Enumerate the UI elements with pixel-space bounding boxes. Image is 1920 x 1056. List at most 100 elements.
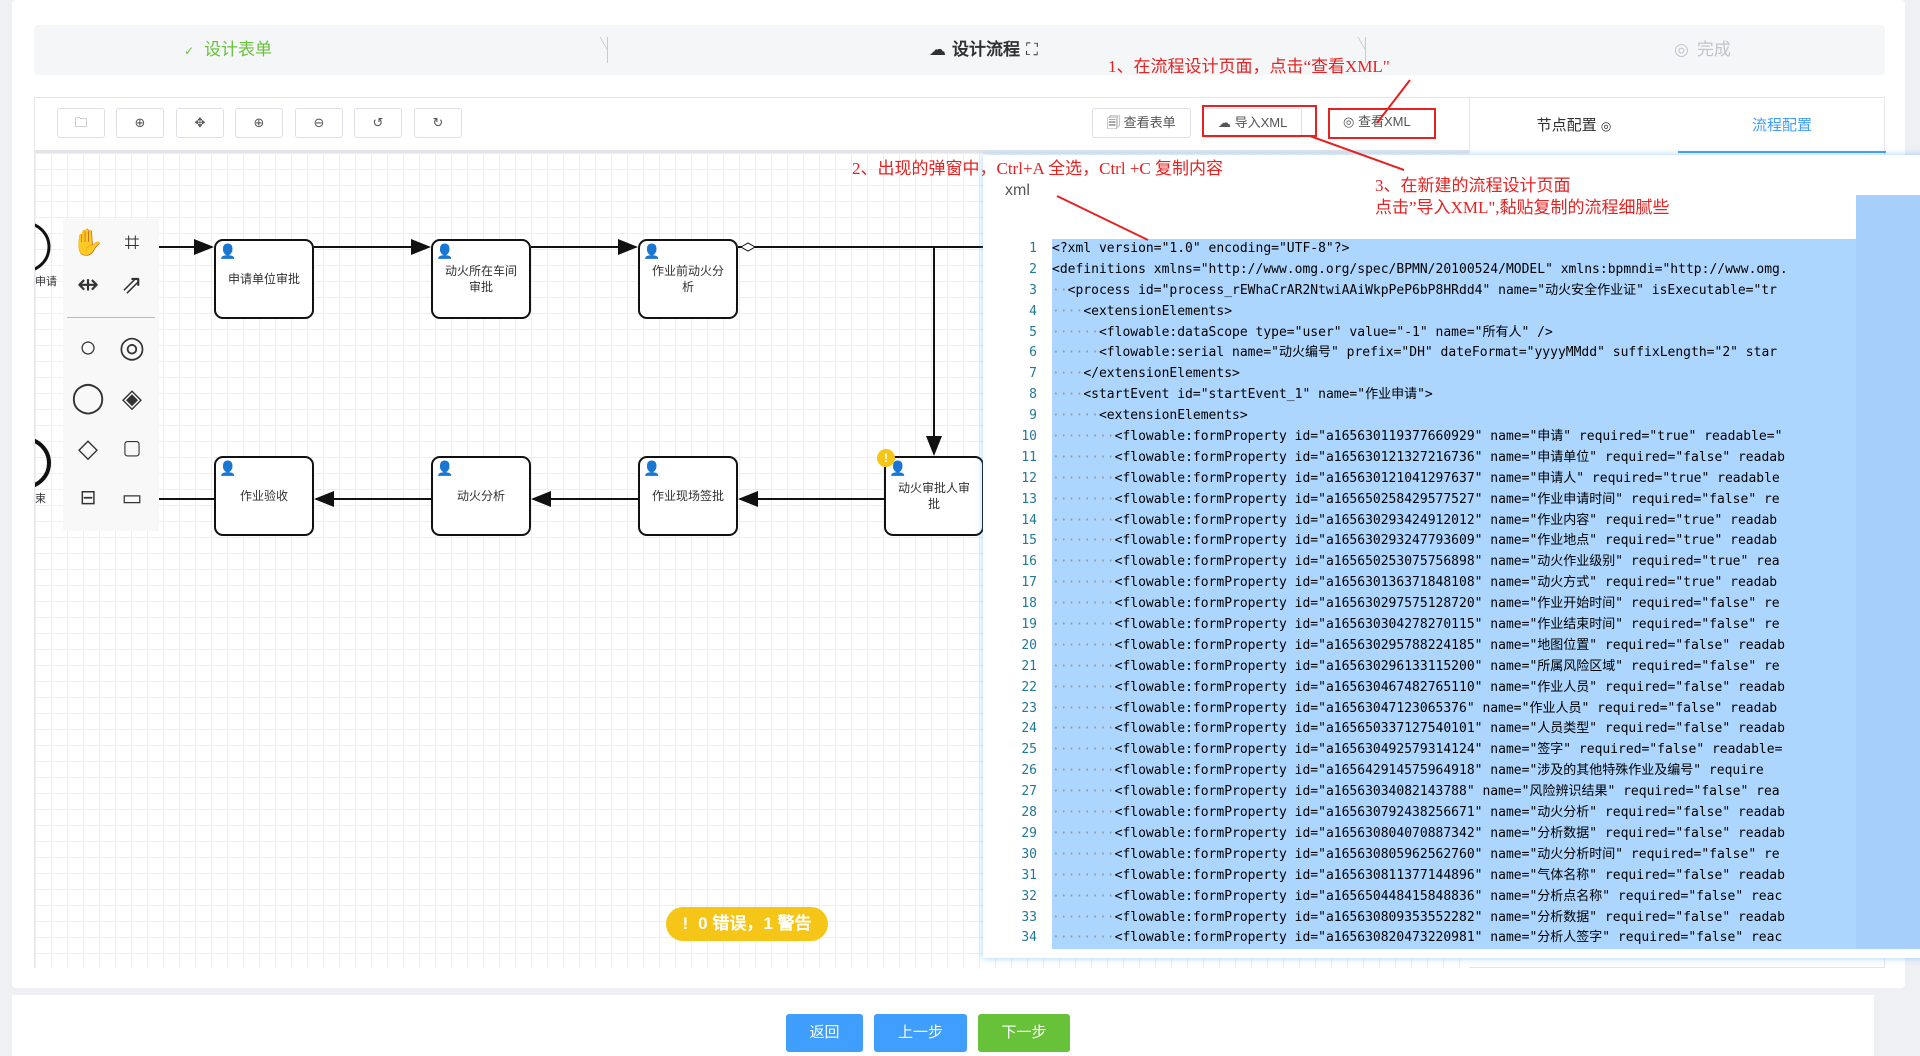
warning-marker-icon[interactable]: ! bbox=[877, 449, 895, 467]
cloud-icon: ☁ bbox=[929, 40, 946, 59]
lasso-tool-icon[interactable]: ⌗ bbox=[124, 227, 140, 257]
diagram-edges bbox=[35, 223, 984, 507]
exclusive-gateway-icon[interactable]: ◈ bbox=[122, 383, 142, 413]
line-number: 27 bbox=[1021, 784, 1037, 800]
right-panel-tabs: 节点配置 ◎ 流程配置 bbox=[1469, 98, 1886, 153]
back-button[interactable]: 返回 bbox=[786, 1014, 863, 1052]
user-icon: 👤 bbox=[436, 460, 454, 476]
connect-tool-icon[interactable]: ⇗ bbox=[121, 269, 143, 299]
line-number: 23 bbox=[1021, 700, 1037, 716]
code-line: ········<flowable:formProperty id="a1656… bbox=[1052, 742, 1783, 758]
end-event-label: 束 bbox=[35, 493, 46, 505]
import-xml-button[interactable]: ☁ 导入XML bbox=[1203, 108, 1303, 138]
check-circle-icon: ◎ bbox=[1674, 40, 1689, 59]
code-line: ········<flowable:formProperty id="a1656… bbox=[1052, 617, 1780, 633]
step-design-flow[interactable]: ☁设计流程⛶ bbox=[929, 40, 1038, 59]
line-number: 24 bbox=[1021, 721, 1037, 737]
line-number: 22 bbox=[1021, 679, 1037, 695]
code-line: ········<flowable:formProperty id="a1656… bbox=[1052, 512, 1778, 528]
eye-icon: ◎ bbox=[1343, 114, 1358, 129]
code-line: ····<extensionElements> bbox=[1052, 303, 1233, 319]
chevron-right-icon bbox=[594, 37, 608, 63]
open-file-button[interactable]: 🗀 bbox=[57, 108, 105, 138]
selection-highlight bbox=[1052, 239, 1856, 949]
zoom-in-button[interactable]: ⊕ bbox=[235, 108, 283, 138]
user-task[interactable]: 👤申请单位审批 bbox=[214, 239, 314, 319]
end-event[interactable] bbox=[35, 439, 51, 487]
code-line: ······<flowable:dataScope type="user" va… bbox=[1052, 324, 1553, 340]
line-number: 20 bbox=[1021, 637, 1037, 653]
annotation-step-1: 1、在流程设计页面，点击“查看XML" bbox=[1108, 57, 1390, 76]
bpmn-palette: ✋ ⌗ ⇹ ⇗ ○ ◎ ◯ ◈ ◇ ▢ ⊟ ▭ bbox=[63, 219, 159, 531]
annotation-box-import bbox=[1202, 105, 1317, 137]
prev-step-button[interactable]: 上一步 bbox=[874, 1014, 967, 1052]
user-task[interactable]: 👤作业验收 bbox=[214, 456, 314, 536]
user-icon: 👤 bbox=[643, 243, 661, 259]
fullscreen-icon[interactable]: ⛶ bbox=[1026, 40, 1038, 59]
parallel-gateway-icon[interactable]: ◇ bbox=[78, 433, 98, 463]
user-icon: 👤 bbox=[889, 460, 907, 476]
subprocess-icon[interactable]: ⊟ bbox=[79, 487, 97, 509]
hand-tool-icon[interactable]: ✋ bbox=[71, 227, 105, 257]
line-number: 34 bbox=[1021, 930, 1037, 946]
step-design-form[interactable]: ✓设计表单 bbox=[184, 40, 273, 59]
zoom-out-button[interactable]: ⊖ bbox=[295, 108, 343, 138]
start-event[interactable] bbox=[35, 223, 51, 271]
code-line: ········<flowable:formProperty id="a1656… bbox=[1052, 658, 1780, 674]
undo-button[interactable]: ↺ bbox=[354, 108, 402, 138]
code-line: <definitions xmlns="http://www.omg.org/s… bbox=[1052, 261, 1788, 277]
intermediate-event-icon[interactable]: ◎ bbox=[118, 331, 146, 364]
document-icon: 🗐 bbox=[1107, 115, 1124, 130]
code-line: ········<flowable:formProperty id="a1656… bbox=[1052, 575, 1778, 591]
pool-icon[interactable]: ▭ bbox=[121, 485, 143, 510]
user-task[interactable]: 👤作业前动火分析 bbox=[638, 239, 738, 319]
code-line: ········<flowable:formProperty id="a1656… bbox=[1052, 491, 1780, 507]
line-number: 19 bbox=[1021, 617, 1037, 633]
zoom-out-icon: ⊖ bbox=[313, 115, 325, 130]
code-line: ········<flowable:formProperty id="a1656… bbox=[1052, 888, 1783, 904]
line-number: 26 bbox=[1021, 763, 1037, 779]
xml-code-editor[interactable]: <?xml version="1.0" encoding="UTF-8"?><d… bbox=[1052, 239, 1856, 949]
end-event-icon[interactable]: ◯ bbox=[71, 381, 105, 414]
space-tool-icon[interactable]: ⇹ bbox=[77, 269, 99, 299]
start-event-label: 申请 bbox=[35, 276, 57, 288]
user-task[interactable]: 👤动火所在车间审批 bbox=[431, 239, 531, 319]
create-button[interactable]: ⊕ bbox=[116, 108, 164, 138]
user-task[interactable]: 👤作业现场签批 bbox=[638, 456, 738, 536]
tab-node-config[interactable]: 节点配置 ◎ bbox=[1536, 117, 1612, 134]
next-step-button[interactable]: 下一步 bbox=[978, 1014, 1070, 1052]
code-line: ········<flowable:formProperty id="a1656… bbox=[1052, 554, 1780, 570]
code-line: ····<startEvent id="startEvent_1" name="… bbox=[1052, 387, 1433, 403]
code-minimap[interactable] bbox=[1856, 195, 1920, 949]
validation-badge[interactable]: !0 错误，1 警告 bbox=[666, 907, 828, 941]
code-line: ········<flowable:formProperty id="a1656… bbox=[1052, 533, 1778, 549]
line-number: 9 bbox=[1029, 408, 1037, 424]
line-number: 1 bbox=[1029, 241, 1037, 256]
user-task-icon[interactable]: ▢ bbox=[122, 437, 142, 459]
tab-process-config[interactable]: 流程配置 bbox=[1678, 98, 1886, 153]
start-event-icon[interactable]: ○ bbox=[78, 331, 98, 364]
user-icon: 👤 bbox=[436, 243, 454, 259]
redo-button[interactable]: ↻ bbox=[414, 108, 462, 138]
code-line: ····</extensionElements> bbox=[1052, 366, 1240, 382]
user-task[interactable]: 👤动火审批人审批 bbox=[884, 456, 984, 536]
line-number: 31 bbox=[1021, 867, 1037, 883]
step-finish[interactable]: ◎完成 bbox=[1674, 40, 1731, 59]
fit-view-button[interactable]: ✥ bbox=[176, 108, 224, 138]
user-icon: 👤 bbox=[219, 243, 237, 259]
code-line: ········<flowable:formProperty id="a1656… bbox=[1052, 700, 1778, 716]
line-number: 16 bbox=[1021, 554, 1037, 570]
code-line: ········<flowable:formProperty id="a1656… bbox=[1052, 429, 1783, 445]
view-form-button[interactable]: 🗐 查看表单 bbox=[1092, 108, 1191, 138]
move-icon: ✥ bbox=[194, 115, 206, 130]
line-number: 3 bbox=[1029, 282, 1037, 298]
zoom-in-icon: ⊕ bbox=[253, 115, 265, 130]
annotation-step-3-line-2: 点击”导入XML",黏贴复制的流程细腻些 bbox=[1375, 198, 1670, 217]
line-number: 21 bbox=[1021, 658, 1037, 674]
line-number: 12 bbox=[1021, 470, 1037, 486]
dialog-title: xml bbox=[1005, 182, 1030, 199]
user-task[interactable]: 👤动火分析 bbox=[431, 456, 531, 536]
steps-bar: ✓设计表单 ☁设计流程⛶ ◎完成 bbox=[34, 25, 1885, 75]
